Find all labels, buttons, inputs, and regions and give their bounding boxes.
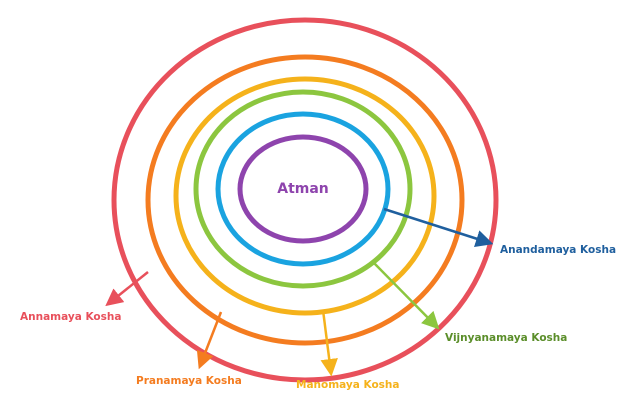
- anandamaya-label: Anandamaya Kosha: [500, 244, 616, 256]
- vijnyanamaya-arrow: [373, 262, 440, 330]
- atman-label: Atman: [277, 181, 329, 197]
- manomaya-ring: [173, 76, 437, 316]
- vijnyanamaya-label: Vijnyanamaya Kosha: [445, 332, 567, 344]
- pranamaya-arrow: [196, 311, 223, 370]
- annamaya-arrow: [105, 271, 149, 307]
- anandamaya-ring: [215, 111, 391, 267]
- vijnyanamaya-ring: [193, 89, 413, 289]
- manomaya-arrow: [320, 309, 338, 377]
- pranamaya-ring: [145, 54, 465, 346]
- annamaya-label: Annamaya Kosha: [20, 311, 121, 323]
- atman-ring: [237, 134, 369, 244]
- pranamaya-label: Pranamaya Kosha: [136, 375, 242, 387]
- anandamaya-arrow: [383, 207, 494, 248]
- manomaya-label: Manomaya Kosha: [296, 379, 400, 391]
- annamaya-ring: [111, 17, 499, 383]
